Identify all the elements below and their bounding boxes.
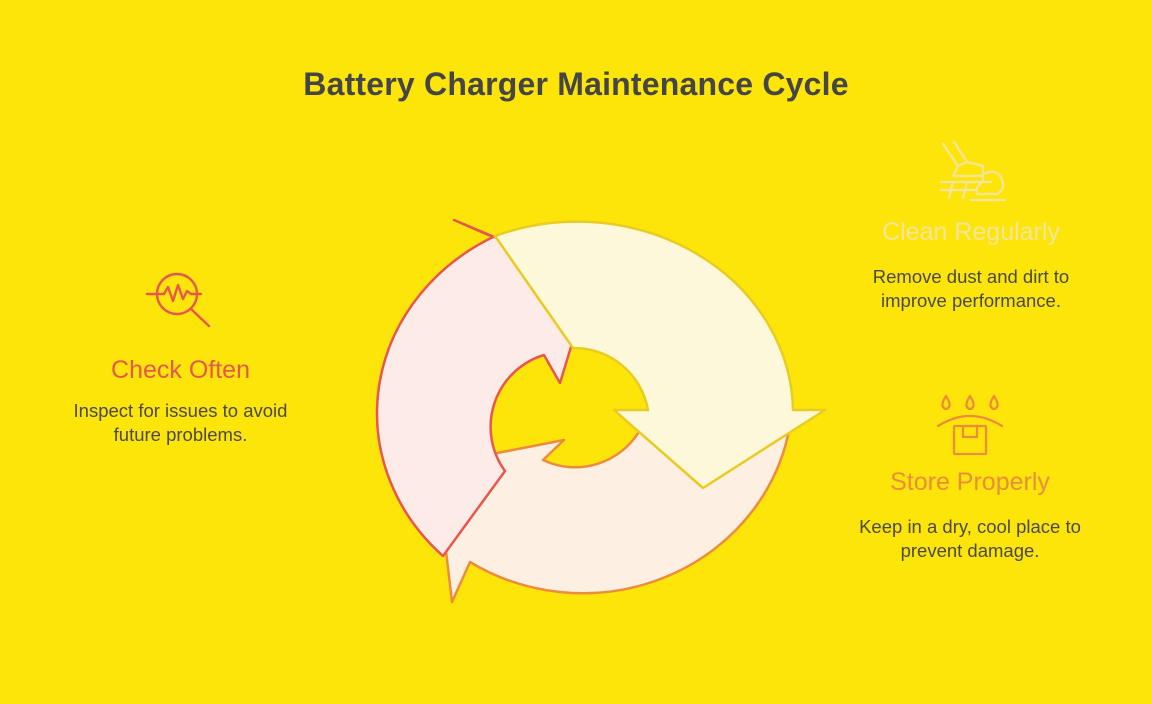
step-description: Keep in a dry, cool place to prevent dam… bbox=[859, 516, 1081, 561]
step-description: Inspect for issues to avoid future probl… bbox=[73, 400, 288, 445]
step-heading: Clean Regularly bbox=[882, 218, 1060, 246]
magnifier-pulse-icon bbox=[145, 272, 210, 328]
step-heading: Check Often bbox=[111, 356, 250, 384]
step-store-properly: Store Properly Keep in a dry, cool place… bbox=[852, 392, 1088, 563]
step-clean-regularly: Clean Regularly Remove dust and dirt to … bbox=[840, 138, 1102, 313]
cycle-arrow-check bbox=[375, 218, 594, 558]
cycle-arrow-clean bbox=[493, 220, 827, 490]
cleaning-brush-icon bbox=[939, 140, 1007, 202]
box-shelter-drops-icon bbox=[936, 394, 1004, 456]
step-check-often: Check Often Inspect for issues to avoid … bbox=[58, 268, 303, 447]
cycle-diagram bbox=[375, 218, 827, 604]
step-heading: Store Properly bbox=[890, 468, 1050, 496]
diagram-title: Battery Charger Maintenance Cycle bbox=[303, 66, 849, 102]
step-description: Remove dust and dirt to improve performa… bbox=[872, 266, 1070, 311]
